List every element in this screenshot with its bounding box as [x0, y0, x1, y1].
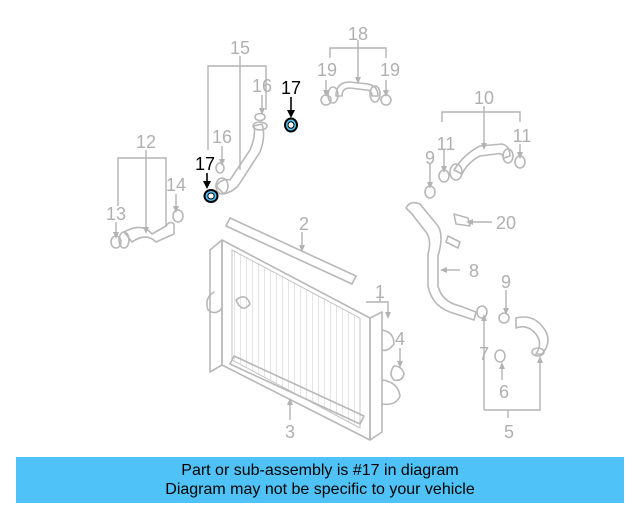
callout-11-right: 11 — [513, 126, 532, 146]
callout-6: 6 — [499, 382, 509, 402]
callout-2: 2 — [299, 214, 309, 234]
upper-trim-strip — [225, 217, 357, 285]
hose-10 — [449, 143, 514, 181]
clip-4 — [390, 365, 405, 382]
callout-7: 7 — [479, 344, 489, 364]
callout-19-left: 19 — [317, 60, 337, 80]
callout-13: 13 — [106, 204, 126, 224]
callout-16-upper: 16 — [252, 76, 272, 96]
callout-5: 5 — [504, 422, 514, 442]
callout-17-upper: 17 — [281, 78, 301, 98]
callout-labels: 15 16 16 17 17 18 19 19 12 13 14 10 11 1… — [106, 24, 531, 442]
callout-11-left: 11 — [437, 134, 456, 154]
banner-line-1: Part or sub-assembly is #17 in diagram — [181, 462, 459, 479]
parts-diagram: 15 16 16 17 17 18 19 19 12 13 14 10 11 1… — [106, 24, 549, 442]
callout-17-lower: 17 — [195, 154, 215, 174]
clamp-17-lower — [203, 189, 219, 203]
callout-9-lower: 9 — [501, 272, 511, 292]
callout-20: 20 — [496, 213, 516, 233]
callout-18: 18 — [348, 24, 368, 44]
hose-12 — [118, 221, 175, 249]
callout-10: 10 — [474, 88, 494, 108]
callout-4: 4 — [395, 329, 405, 349]
clamp-16-upper — [254, 112, 266, 122]
banner-line-2: Diagram may not be specific to your vehi… — [165, 481, 475, 498]
hose-18 — [327, 81, 381, 104]
clamp-17-upper — [284, 117, 298, 133]
callout-3: 3 — [285, 422, 295, 442]
callout-19-right: 19 — [380, 60, 400, 80]
callout-14: 14 — [166, 175, 186, 195]
callout-16-lower: 16 — [212, 127, 232, 147]
callout-15: 15 — [230, 38, 250, 58]
callout-8: 8 — [469, 261, 479, 281]
callout-9-upper: 9 — [425, 148, 435, 168]
pipe-8 — [405, 201, 488, 321]
leader-lines — [113, 40, 543, 420]
lower-trim-strip — [229, 355, 365, 425]
clamp-9-lower — [498, 312, 510, 324]
clamp-16-lower — [215, 162, 225, 174]
leader-17-lower — [203, 173, 211, 189]
intercooler — [206, 239, 401, 441]
callout-12: 12 — [136, 132, 156, 152]
part-info-banner: Part or sub-assembly is #17 in diagram D… — [16, 457, 624, 503]
clamp-14 — [172, 209, 184, 223]
sensor-20 — [453, 213, 471, 227]
charge-air-hose-15 — [215, 121, 268, 195]
hose-5 — [515, 316, 549, 357]
callout-1: 1 — [375, 282, 385, 302]
clamp-6 — [494, 349, 506, 363]
leader-17-upper — [287, 97, 295, 118]
